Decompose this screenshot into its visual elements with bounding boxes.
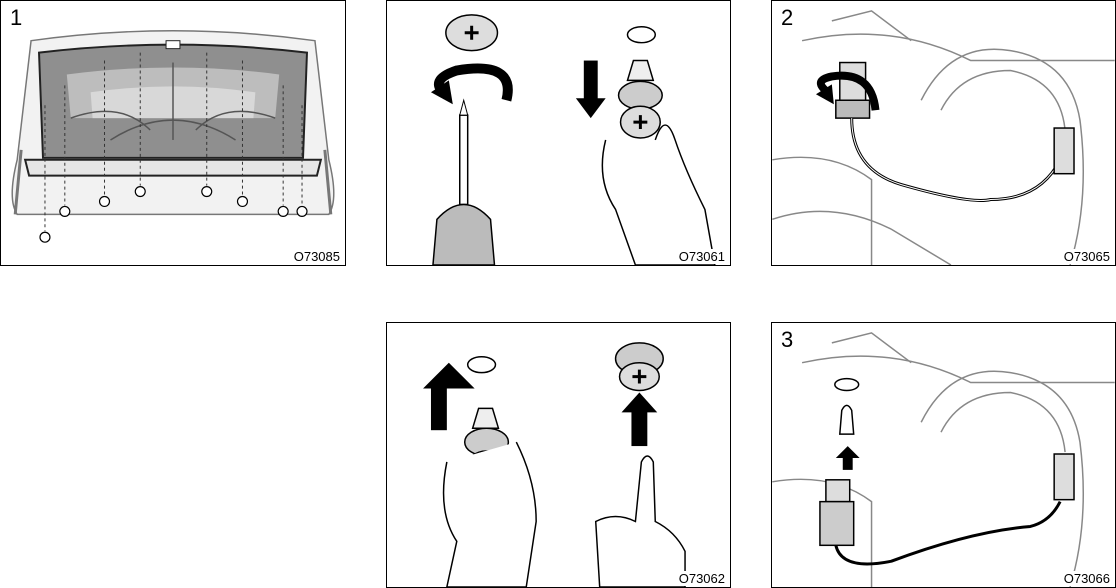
- step-number: 3: [781, 327, 793, 353]
- step-number: 1: [10, 5, 22, 31]
- figure-bulb-removal: 3 O73066: [771, 322, 1116, 588]
- figure-clip-removal: O73061: [386, 0, 731, 266]
- figure-code: O73085: [293, 249, 341, 264]
- bulb-removal-illustration: [772, 323, 1115, 587]
- clip-removal-illustration: [387, 1, 730, 265]
- step-number: 2: [781, 5, 793, 31]
- socket-twist-illustration: [772, 1, 1115, 265]
- figure-code: O73061: [678, 249, 726, 264]
- figure-hood-lining: 1 O73085: [0, 0, 346, 266]
- figure-code: O73066: [1063, 571, 1111, 586]
- clip-install-illustration: [387, 323, 730, 587]
- figure-clip-install: O73062: [386, 322, 731, 588]
- hood-lining-illustration: [1, 1, 345, 265]
- figure-socket-twist: 2 O73065: [771, 0, 1116, 266]
- figure-code: O73062: [678, 571, 726, 586]
- figure-code: O73065: [1063, 249, 1111, 264]
